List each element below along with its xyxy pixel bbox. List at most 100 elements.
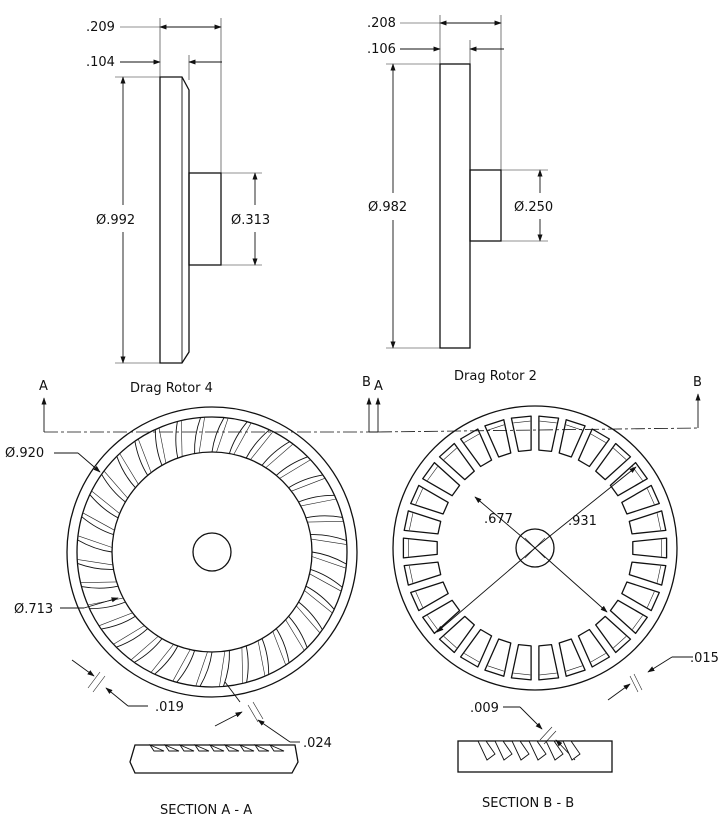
rotor2-dim-inner-radius: .677 [484,512,513,527]
rotor4-vane-edge [309,573,342,592]
section-bb-tooth [545,740,564,761]
rotor4-dim-hub-diameter: Ø.313 [231,213,270,228]
rotor4-dim-outer-diameter: Ø.992 [96,213,135,228]
rotor4-hub-profile [188,172,222,266]
rotor2-dim-outer-diameter: Ø.982 [368,200,407,215]
rotor4-vane-edge [103,470,128,499]
rotor4-vane [228,421,248,454]
section-aa-caption: SECTION A - A [160,803,252,818]
rotor4-vane [261,441,290,466]
rotor4-dim-disc-thickness: .104 [86,55,115,70]
rotor2-pocket-edge [565,665,583,672]
rotor4-vane-outer-circle [76,416,348,688]
rotor2-dim-disc-thickness: .106 [367,42,396,57]
rotor2-side-view [386,15,548,349]
rotor4-vane-edge [311,556,347,569]
section-b-right-label: B [693,375,702,390]
rotor2-pocket-edge [590,433,606,443]
rotor2-pocket [577,628,611,668]
rotor2-pocket [402,537,438,559]
rotor4-vane-edge [304,590,333,614]
section-bb-profile [457,740,613,773]
section-bb-tooth [528,740,547,761]
rotor4-vane-edge [233,422,252,455]
rotor4-dim-vane-inner: Ø.713 [14,602,53,617]
rotor4-front-view [66,406,358,698]
rotor2-pocket [438,615,475,654]
rotor2-pocket [484,638,512,677]
rotor2-pocket [510,415,532,453]
rotor4-vane [199,651,213,687]
rotor4-vane-edge [219,651,226,687]
section-aa-tooth [208,743,225,752]
rotor4-vane-edge [77,559,113,566]
rotor2-pocket-edge [415,591,423,608]
rotor4-vane-edge [119,453,139,485]
rotor4-vane [154,429,163,466]
section-aa-tooth [193,743,210,752]
rotor4-vane-edge [130,636,159,661]
rotor2-caption: Drag Rotor 2 [454,369,537,384]
section-a-left-label: A [39,379,48,394]
rotor4-vane-edge [172,649,191,682]
rotor2-pocket [558,638,586,677]
rotor2-pocket-edge [565,424,583,431]
rotor2-pocket [595,615,632,654]
rotor2-pocket [621,581,660,612]
rotor4-vane [154,645,179,675]
rotor4-vane-edge [216,417,229,453]
rotor2-dim-hub-diameter: Ø.250 [514,200,553,215]
rotor4-vane-edge [150,644,174,673]
rotor4-vane-edge [158,427,167,464]
rotor2-dim-rib-width: .015 [690,651,719,666]
rotor2-pocket-edge [443,636,457,649]
rotor4-side-view [115,18,262,364]
rotor4-vane [101,615,136,630]
rotor2-pocket-edge [409,513,414,531]
rotor4-vane-edge [82,512,115,531]
rotor4-vane [134,441,149,476]
rotor4-vane [77,539,113,553]
rotor2-pocket [558,419,586,458]
rotor4-vane [134,638,163,663]
rotor2-dim-depth: .009 [470,701,499,716]
rotor4-vane [81,585,119,589]
rotor2-pocket-edge [647,488,655,505]
rotor4-vane [89,494,119,519]
rotor2-pocket [632,537,668,559]
section-bb-caption: SECTION B - B [482,796,574,811]
rotor4-vane-edge [195,651,208,687]
rotor2-pocket-edge [539,672,557,676]
rotor4-vane-edge [250,431,274,460]
rotor2-pocket-edge [656,513,661,531]
rotor4-vane-edge [241,647,243,684]
rotor2-pocket [577,428,611,468]
rotor2-pocket [422,461,461,497]
rotor4-vane-edge [137,438,152,473]
rotor2-pocket [595,442,632,481]
rotor4-dim-overall-thickness: .209 [86,20,115,35]
rotor4-vane-edge [296,605,321,634]
rotor2-pocket-edge [656,565,661,583]
section-a-right-label: A [374,379,383,394]
rotor4-vane [77,562,114,570]
section-aa-tooth [178,743,195,752]
rotor2-pocket [628,510,667,535]
rotor2-pocket [484,419,512,458]
rotor4-vane-edge [77,535,113,548]
section-aa-tooth [163,743,180,752]
section-aa-profile [129,743,299,774]
rotor4-vane-edge [311,538,347,545]
rotor4-vane-edge [291,477,326,492]
rotor2-pocket-edge [487,665,505,672]
rotor4-caption: Drag Rotor 4 [130,381,213,396]
rotor2-pocket-edge [513,672,531,676]
rotor2-pocket-edge [415,488,423,505]
rotor4-vane [81,516,114,536]
rotor4-vane-edge [307,521,344,523]
rotor2-pocket-edge [613,447,627,460]
rotor4-vane [245,645,249,683]
rotor2-front-view [392,405,678,691]
rotor2-pocket-edge [513,420,531,424]
rotor2-pocket-edge [427,615,438,630]
